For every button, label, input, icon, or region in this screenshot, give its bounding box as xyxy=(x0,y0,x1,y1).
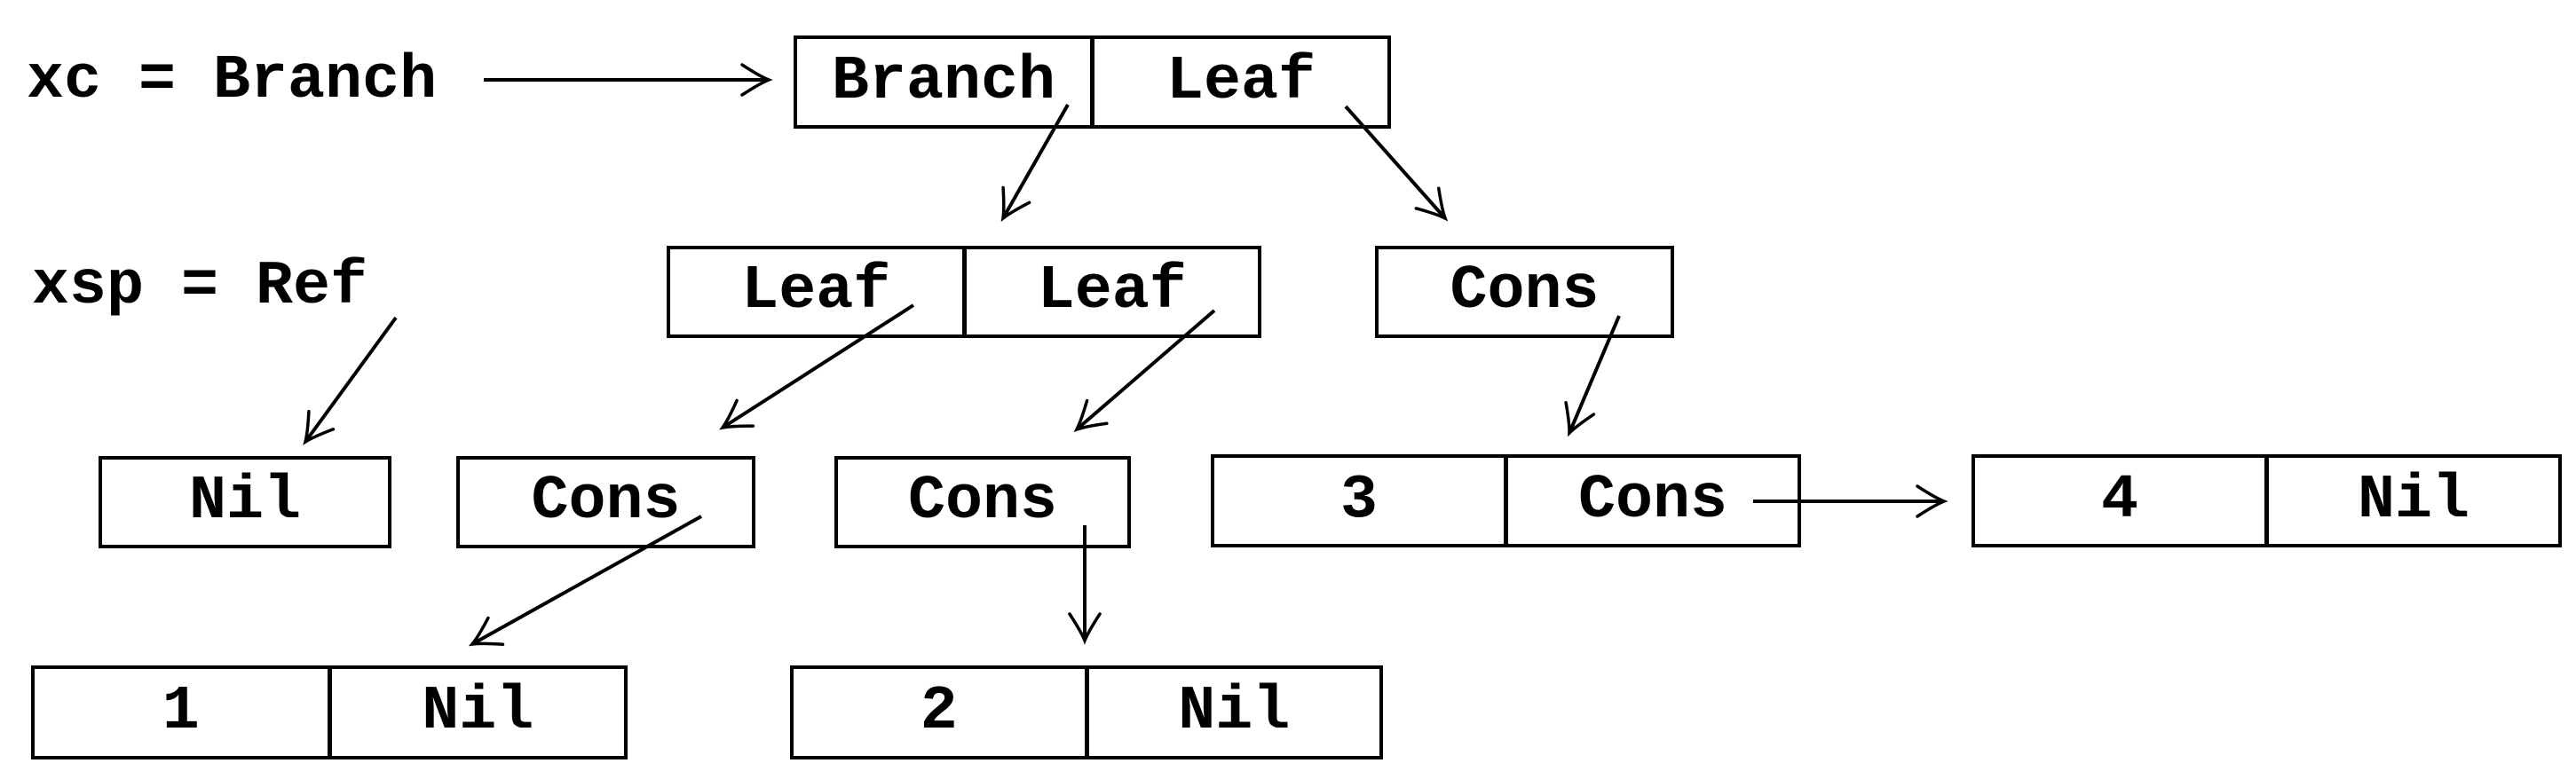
node-cons-top-cell-0-label: Cons xyxy=(1450,256,1600,327)
node-cons-top: Cons xyxy=(1375,246,1674,338)
node-4-nil: 4 Nil xyxy=(1972,454,2562,547)
node-nil-ref-cell-0-label: Nil xyxy=(188,467,302,537)
node-nil-ref-cell-0: Nil xyxy=(102,460,388,545)
node-cons-left-cell-0: Cons xyxy=(460,460,752,545)
node-3-cons-cell-1: Cons xyxy=(1504,458,1798,544)
node-branch-leaf: Branch Leaf xyxy=(794,35,1391,129)
node-branch-leaf-cell-0-label: Branch xyxy=(831,46,1056,117)
node-cons-top-cell-0: Cons xyxy=(1379,249,1671,334)
node-cons-mid: Cons xyxy=(834,456,1131,548)
node-1-nil-cell-0: 1 xyxy=(35,669,328,756)
label-xc: xc = Branch xyxy=(27,46,438,116)
node-nil-ref: Nil xyxy=(99,456,391,548)
node-cons-left-cell-0-label: Cons xyxy=(531,467,681,537)
node-leaf-leaf-cell-0: Leaf xyxy=(670,249,962,334)
node-1-nil-cell-1: Nil xyxy=(327,669,625,756)
node-leaf-leaf: Leaf Leaf xyxy=(667,246,1261,338)
node-2-nil: 2 Nil xyxy=(790,665,1383,759)
node-3-cons-cell-0: 3 xyxy=(1214,458,1504,544)
node-4-nil-cell-0-label: 4 xyxy=(2100,465,2138,536)
node-branch-leaf-cell-1: Leaf xyxy=(1090,39,1387,125)
node-1-nil-cell-0-label: 1 xyxy=(162,677,200,747)
node-2-nil-cell-1: Nil xyxy=(1084,669,1380,756)
node-branch-leaf-cell-1-label: Leaf xyxy=(1166,46,1316,117)
node-leaf-leaf-cell-1-label: Leaf xyxy=(1037,256,1187,327)
label-xsp: xsp = Ref xyxy=(32,252,368,322)
node-leaf-leaf-cell-1: Leaf xyxy=(961,249,1259,334)
node-4-nil-cell-1-label: Nil xyxy=(2357,465,2470,536)
node-3-cons: 3 Cons xyxy=(1211,454,1801,547)
node-3-cons-cell-1-label: Cons xyxy=(1577,465,1728,536)
node-leaf-leaf-cell-0-label: Leaf xyxy=(741,256,891,327)
node-3-cons-cell-0-label: 3 xyxy=(1339,465,1378,536)
node-1-nil-cell-1-label: Nil xyxy=(422,677,534,747)
node-cons-mid-cell-0: Cons xyxy=(838,460,1127,545)
node-4-nil-cell-1: Nil xyxy=(2264,458,2558,544)
arrow-xsp-to-nil xyxy=(303,316,398,445)
node-2-nil-cell-1-label: Nil xyxy=(1178,677,1291,747)
node-2-nil-cell-0-label: 2 xyxy=(920,677,958,747)
node-1-nil: 1 Nil xyxy=(31,665,628,759)
node-4-nil-cell-0: 4 xyxy=(1975,458,2264,544)
node-cons-left: Cons xyxy=(456,456,755,548)
node-cons-mid-cell-0-label: Cons xyxy=(907,467,1058,537)
node-branch-leaf-cell-0: Branch xyxy=(797,39,1090,125)
node-2-nil-cell-0: 2 xyxy=(794,669,1085,756)
